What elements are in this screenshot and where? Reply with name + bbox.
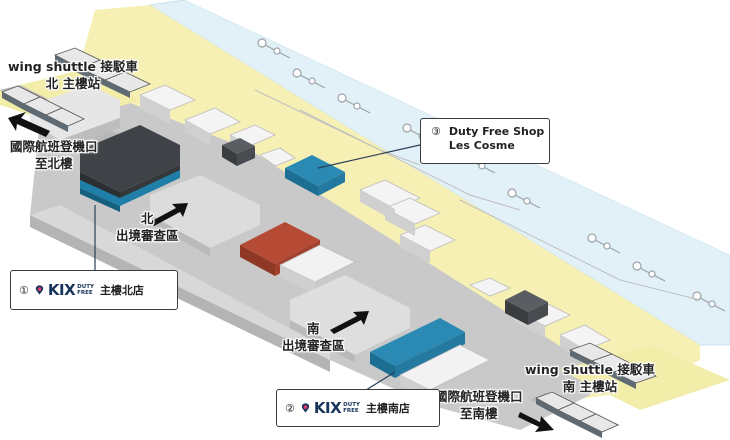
red-block: [240, 222, 320, 264]
kix-brand: KIX: [313, 399, 342, 417]
shuttle-label-line2: 北 主樓站: [45, 76, 101, 91]
kix-logo-icon: [301, 403, 310, 413]
south-imm-line1: 南: [307, 321, 320, 336]
shuttle-label-line1: wing shuttle 接駁車: [8, 59, 138, 74]
south-imm-line2: 出境審查區: [282, 338, 345, 353]
shuttle-south-line1: wing shuttle 接駁車: [525, 362, 655, 377]
north-shop-block: [80, 125, 180, 192]
kix-logo-icon: [35, 285, 44, 295]
shop-name: 主樓北店: [99, 284, 144, 297]
intl-gate-north-label: 國際航班登機口 至北樓: [10, 138, 98, 172]
intl-south-line1: 國際航班登機口: [435, 389, 523, 404]
shop-number: ①: [19, 283, 29, 297]
shuttle-south-line2: 南 主樓站: [562, 379, 618, 394]
shop-name: 主樓南店: [365, 402, 410, 415]
shop-number: ②: [285, 401, 295, 415]
south-immigration-label: 南 出境審查區: [282, 320, 345, 354]
north-imm-line2: 出境審查區: [116, 228, 179, 243]
les-cosme-callout[interactable]: ③ Duty Free Shop Les Cosme: [420, 118, 550, 164]
shop-number: ③: [431, 125, 441, 138]
wing-shuttle-north-label: wing shuttle 接駁車 北 主樓站: [8, 58, 138, 92]
wing-shuttle-south-label: wing shuttle 接駁車 南 主樓站: [525, 361, 655, 395]
south-shop-blue: [370, 318, 465, 366]
north-immigration-label: 北 出境審查區: [116, 210, 179, 244]
north-shop-blue: [80, 170, 180, 206]
leader-les-cosme: [317, 144, 421, 169]
les-cosme-line1: Duty Free Shop: [448, 125, 545, 138]
arrow-icon: [8, 112, 554, 432]
intl-north-line1: 國際航班登機口: [10, 139, 98, 154]
intl-north-line2: 至北樓: [35, 156, 73, 171]
kix-brand: KIX: [47, 281, 76, 299]
intl-south-line2: 至南樓: [460, 406, 498, 421]
shuttle-train-icon: [1, 47, 151, 132]
les-cosme-line2: Les Cosme: [448, 139, 515, 152]
les-cosme-shop: [285, 155, 345, 186]
intl-gate-south-label: 國際航班登機口 至南樓: [435, 388, 523, 422]
shuttle-train-icon: [535, 342, 658, 438]
north-imm-line1: 北: [141, 211, 154, 226]
